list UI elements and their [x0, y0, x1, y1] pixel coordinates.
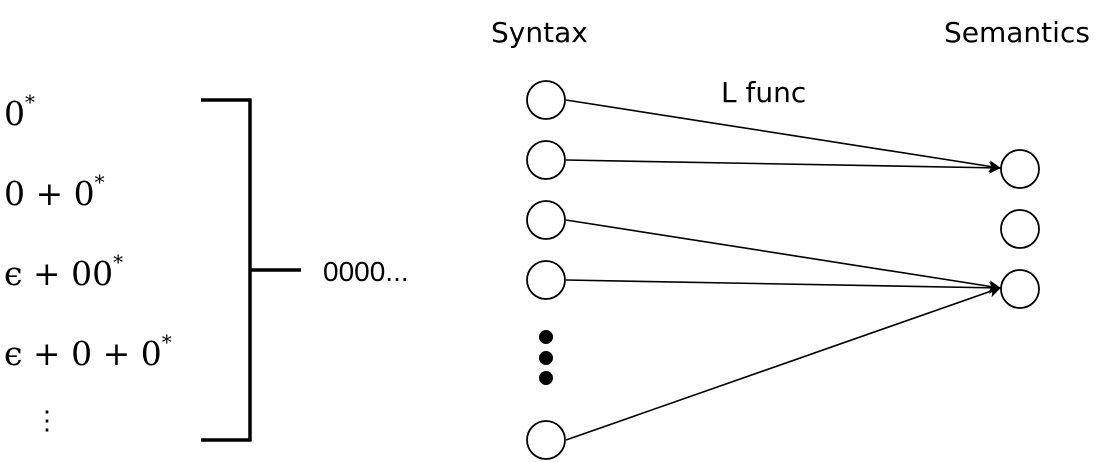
syntax-ellipsis-dots	[539, 330, 553, 385]
semantics-nodes	[1000, 149, 1040, 309]
syntax-node-3	[526, 200, 566, 240]
expression-ellipsis: ⋮	[34, 408, 60, 434]
expression-4: ϵ + 0 + 0*	[4, 332, 172, 373]
expression-3-sup: *	[113, 250, 124, 274]
result-label: 0000...	[323, 256, 409, 287]
expression-ellipsis-base: ⋮	[34, 406, 60, 436]
ellipsis-dot-1	[539, 330, 553, 344]
arrow-s5-to-m3	[565, 285, 1001, 441]
syntax-node-4	[526, 260, 566, 300]
syntax-nodes	[526, 80, 566, 460]
expression-1-sup: *	[25, 90, 35, 114]
mapping-arrows	[565, 99, 1001, 441]
expression-2-base: 0 + 0	[4, 174, 95, 213]
grouping-bracket	[201, 98, 301, 442]
arrow-s4-to-m3	[565, 279, 1001, 294]
semantics-node-1	[1000, 149, 1040, 189]
expression-2: 0 + 0*	[4, 172, 105, 213]
arrow-s3-to-m3	[565, 219, 1001, 293]
semantics-node-3	[1000, 269, 1040, 309]
expression-3: ϵ + 00*	[4, 252, 123, 293]
ellipsis-dot-2	[539, 351, 553, 365]
syntax-node-1	[526, 80, 566, 120]
arrow-s1-to-m1	[565, 99, 1001, 173]
ellipsis-dot-3	[539, 371, 553, 385]
expression-1-base: 0	[4, 94, 25, 133]
syntax-node-5	[526, 420, 566, 460]
syntax-node-2	[526, 140, 566, 180]
expression-4-base: ϵ + 0 + 0	[4, 334, 162, 373]
semantics-header: Semantics	[944, 16, 1090, 49]
expression-1: 0*	[4, 92, 35, 133]
expression-4-sup: *	[161, 330, 172, 354]
syntax-header: Syntax	[491, 16, 588, 49]
arrow-s2-to-m1	[565, 159, 1001, 174]
expression-2-sup: *	[94, 170, 105, 194]
expression-3-base: ϵ + 00	[4, 254, 114, 293]
arrow-label: L func	[721, 76, 807, 109]
semantics-node-2	[1000, 209, 1040, 249]
